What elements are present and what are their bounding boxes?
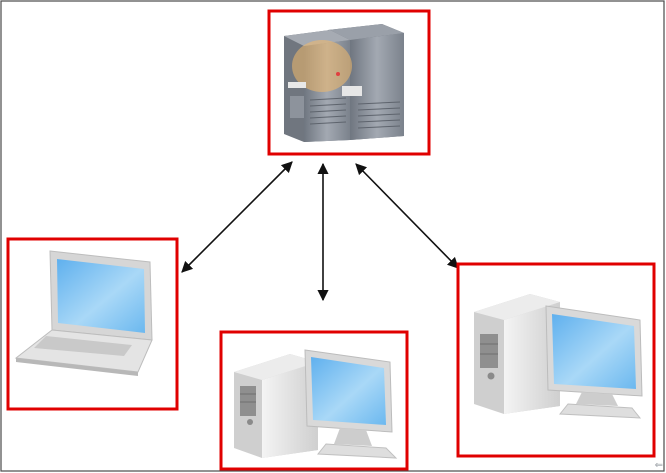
desktop-center-node bbox=[219, 330, 409, 471]
server-highlight-box bbox=[267, 9, 431, 156]
desktop-right-highlight-box bbox=[456, 262, 656, 458]
link-server-desktop-right bbox=[355, 163, 459, 269]
desktop-center-highlight-box bbox=[219, 330, 409, 471]
server-rack-icon bbox=[284, 24, 404, 142]
desktop-computer-icon bbox=[474, 294, 643, 419]
desktop-right-node bbox=[456, 262, 656, 458]
laptop-icon bbox=[14, 250, 153, 376]
laptop-node bbox=[6, 237, 179, 411]
server-node bbox=[267, 9, 431, 156]
corner-arrow-icon: ⇐ bbox=[654, 460, 663, 471]
desktop-computer-icon bbox=[234, 349, 398, 459]
laptop-highlight-box bbox=[6, 237, 179, 411]
link-server-laptop bbox=[181, 161, 293, 273]
